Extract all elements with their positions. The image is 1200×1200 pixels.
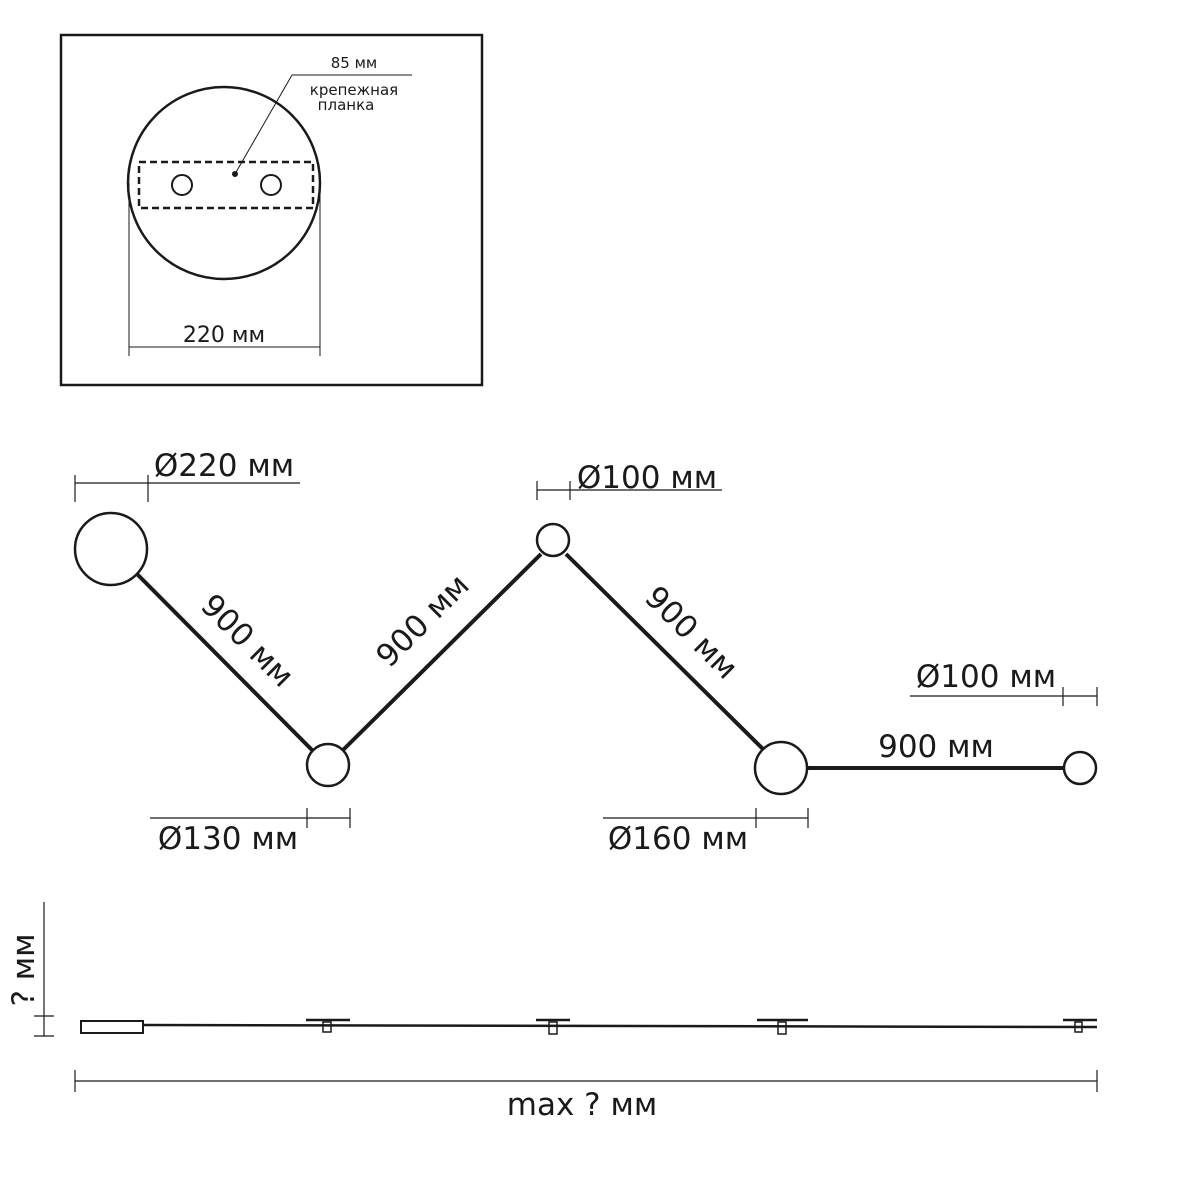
- mounting-hole-left: [171, 174, 193, 196]
- mounting-hole-right: [260, 174, 282, 196]
- arm-1-length: 900 мм: [193, 587, 300, 694]
- sphere-1: [73, 511, 149, 587]
- sphere-5-diameter: Ø100 мм: [916, 659, 1056, 695]
- canopy-detail-view: 85 мм крепежная планка 220 мм: [59, 33, 484, 387]
- strip-size-label: 85 мм: [331, 54, 378, 72]
- arm-2: [340, 552, 543, 753]
- arm-3-length: 900 мм: [637, 579, 744, 686]
- sphere-3: [535, 522, 571, 558]
- length-label: max ? мм: [507, 1087, 657, 1123]
- detail-frame: [59, 33, 484, 387]
- sphere-5: [1062, 750, 1098, 786]
- sphere-2: [305, 742, 351, 788]
- plan-view: Ø220 мм Ø100 мм Ø100 мм Ø130 мм Ø160 мм …: [73, 448, 1098, 857]
- canopy-side: [80, 1020, 144, 1034]
- canopy-circle: [126, 85, 322, 281]
- arm-4-length: 900 мм: [878, 729, 994, 765]
- sphere-mount-2: [306, 1018, 350, 1033]
- sphere-mount-4: [757, 1018, 808, 1035]
- sphere-2-diameter: Ø130 мм: [158, 821, 298, 857]
- arm-1: [135, 572, 316, 754]
- side-elevation-view: ? мм max ? мм: [6, 902, 1098, 1123]
- sphere-1-diameter: Ø220 мм: [154, 448, 294, 484]
- sphere-4: [753, 740, 809, 796]
- strip-name-line1: крепежная: [310, 81, 398, 99]
- sphere-3-diameter: Ø100 мм: [577, 460, 717, 496]
- rod-side: [142, 1023, 1098, 1029]
- height-label: ? мм: [6, 933, 42, 1006]
- mounting-strip: [137, 160, 315, 210]
- callout-leader: [234, 74, 293, 175]
- arm-2-length: 900 мм: [369, 567, 476, 674]
- base-diameter-label: 220 мм: [183, 323, 265, 348]
- sphere-mount-5: [1063, 1018, 1097, 1033]
- arm-3: [564, 552, 768, 754]
- sphere-4-diameter: Ø160 мм: [608, 821, 748, 857]
- sphere-mount-3: [536, 1018, 570, 1035]
- strip-name-line2: планка: [318, 96, 375, 114]
